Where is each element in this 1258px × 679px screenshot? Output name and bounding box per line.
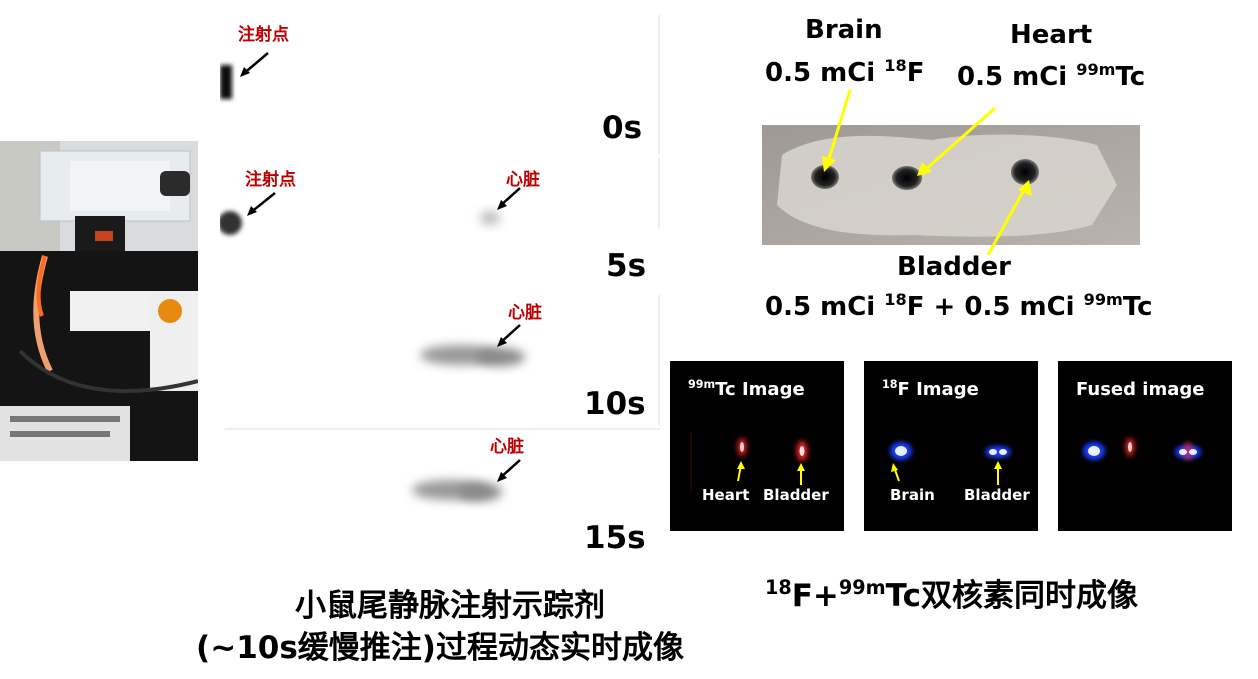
tc-heart-label: Heart [702, 486, 750, 504]
frame-5s [220, 158, 660, 298]
frame-0s [220, 15, 660, 155]
heart-dose: 0.5 mCi 99mTc [957, 60, 1146, 92]
tc-image-panel: 99mTc Image Heart Bladder [670, 361, 844, 531]
fused-panel-title: Fused image [1076, 379, 1205, 400]
time-label-15s: 15s [584, 520, 646, 556]
brain-dose: 0.5 mCi 18F [765, 56, 925, 88]
f-image-panel: 18F Image Brain Bladder [864, 361, 1038, 531]
arrow-icon [826, 89, 852, 163]
injection-point-label-5s: 注射点 [245, 170, 296, 190]
tc-bladder-label: Bladder [763, 486, 829, 504]
left-caption-line2: (~10s缓慢推注)过程动态实时成像 [196, 630, 684, 666]
phantom-photo [762, 125, 1140, 245]
brain-name: Brain [805, 15, 883, 45]
time-label-10s: 10s [584, 386, 646, 422]
arrow-icon [924, 106, 996, 172]
f-brain-label: Brain [890, 486, 935, 504]
arrow-icon [986, 187, 1027, 256]
frame-15s [225, 428, 660, 553]
frame-10s [220, 295, 660, 425]
time-label-0s: 0s [602, 110, 643, 146]
heart-label-10s: 心脏 [508, 303, 542, 323]
fused-image-panel: Fused image [1058, 361, 1232, 531]
injection-point-label-0s: 注射点 [238, 25, 289, 45]
tc-panel-title: 99mTc Image [688, 378, 805, 400]
f-bladder-label: Bladder [964, 486, 1030, 504]
time-label-5s: 5s [606, 248, 647, 284]
heart-label-5s: 心脏 [506, 170, 540, 190]
device-photo [0, 141, 198, 461]
heart-label-15s: 心脏 [490, 437, 524, 457]
bladder-name: Bladder [897, 252, 1011, 282]
right-caption: 18F+99mTc双核素同时成像 [765, 576, 1139, 614]
phantom-arrows [822, 89, 1032, 256]
left-caption-line1: 小鼠尾静脉注射示踪剂 [295, 588, 605, 624]
bladder-dose: 0.5 mCi 18F + 0.5 mCi 99mTc [765, 290, 1153, 322]
heart-name: Heart [1010, 20, 1093, 50]
f-panel-title: 18F Image [882, 378, 979, 400]
